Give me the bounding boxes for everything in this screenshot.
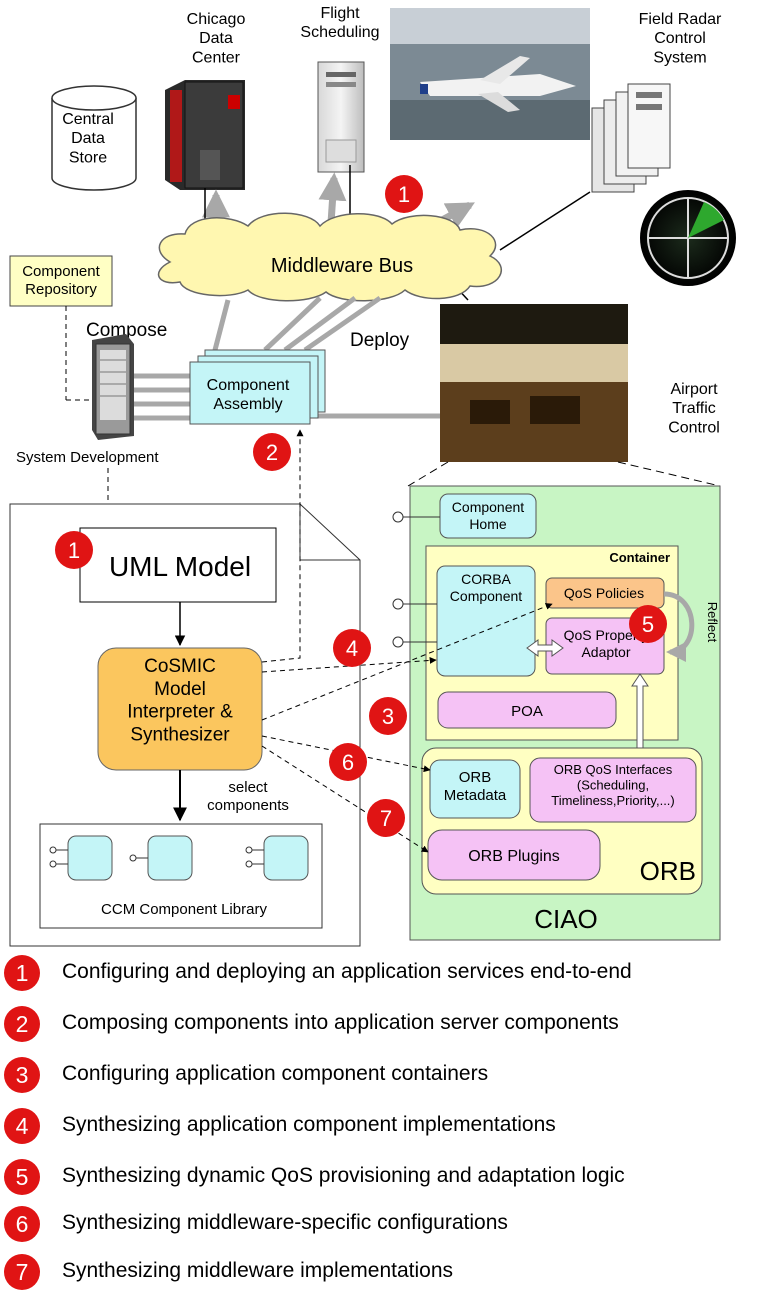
legend-text: Synthesizing middleware-specific configu… [62,1211,508,1234]
badge-number: 3 [382,704,394,729]
deploy-label: Deploy [350,330,410,351]
legend-badge: 1 [4,955,40,991]
uml-model: UML Model [79,527,277,603]
qos-policies-label: QoS Policies [564,585,644,601]
badge-2: 2 [253,433,291,471]
badge-number: 4 [346,636,358,661]
legend-badge: 3 [4,1057,40,1093]
legend-badge: 6 [4,1206,40,1242]
legend-badge: 2 [4,1006,40,1042]
orb-label: ORB [640,856,696,886]
legend-text: Synthesizing middleware implementations [62,1259,454,1282]
legend-text: Composing components into application se… [62,1011,619,1034]
legend-item-7: 7 Synthesizing middleware implementation… [0,1254,758,1294]
poa: POA [437,691,617,729]
reflect-label: Reflect [705,602,720,643]
badge-number: 1 [398,182,410,207]
poa-label: POA [511,703,543,720]
orb-qos-interfaces-label: ORB QoS Interfaces(Scheduling,Timeliness… [551,762,675,808]
orb-plugins: ORB Plugins [427,829,601,881]
badge-7: 7 [367,799,405,837]
badge-number: 5 [642,612,654,637]
ciao-label: CIAO [534,904,598,934]
legend-item-1: 1 Configuring and deploying an applicati… [0,955,758,995]
badge-number: 1 [68,538,80,563]
legend-text: Configuring and deploying an application… [62,960,632,983]
middleware-bus: Middleware Bus [157,212,502,302]
orb-plugins-label: ORB Plugins [468,848,560,865]
radar-scope [640,190,736,286]
ccm-library-label: CCM Component Library [101,901,267,918]
ccm-component-library: CCM Component Library [39,823,323,929]
compose-label: Compose [86,320,167,341]
legend-text: Synthesizing dynamic QoS provisioning an… [62,1164,625,1187]
airplane-photo [390,8,590,140]
middleware-bus-label: Middleware Bus [271,255,413,277]
system-development-computer [92,334,134,440]
corba-adaptor-link [526,639,564,657]
badge-number: 6 [342,750,354,775]
badge-6: 6 [329,743,367,781]
badge-number: 7 [380,806,392,831]
orb-qos-interfaces: ORB QoS Interfaces(Scheduling,Timeliness… [529,757,697,823]
badge-4: 4 [333,629,371,667]
uml-model-label: UML Model [109,551,251,582]
legend-text: Configuring application component contai… [62,1062,489,1085]
badge-number: 2 [266,440,278,465]
legend-item-4: 4 Synthesizing application component imp… [0,1108,758,1148]
legend-item-6: 6 Synthesizing middleware-specific confi… [0,1206,758,1246]
badge-1-top: 1 [385,175,423,213]
system-development-label: System Development [16,449,159,466]
badge-1-uml: 1 [55,531,93,569]
legend-text: Synthesizing application component imple… [62,1113,556,1136]
legend-badge: 4 [4,1108,40,1144]
legend-item-5: 5 Synthesizing dynamic QoS provisioning … [0,1159,758,1199]
badge-5: 5 [629,605,667,643]
legend-badge: 5 [4,1159,40,1195]
legend-item-3: 3 Configuring application component cont… [0,1057,758,1097]
legend-badge: 7 [4,1254,40,1290]
qos-policies: QoS Policies [545,577,665,609]
badge-3: 3 [369,697,407,735]
container-label: Container [609,550,670,565]
airport-control-photo [440,304,628,462]
legend-item-2: 2 Composing components into application … [0,1006,758,1046]
